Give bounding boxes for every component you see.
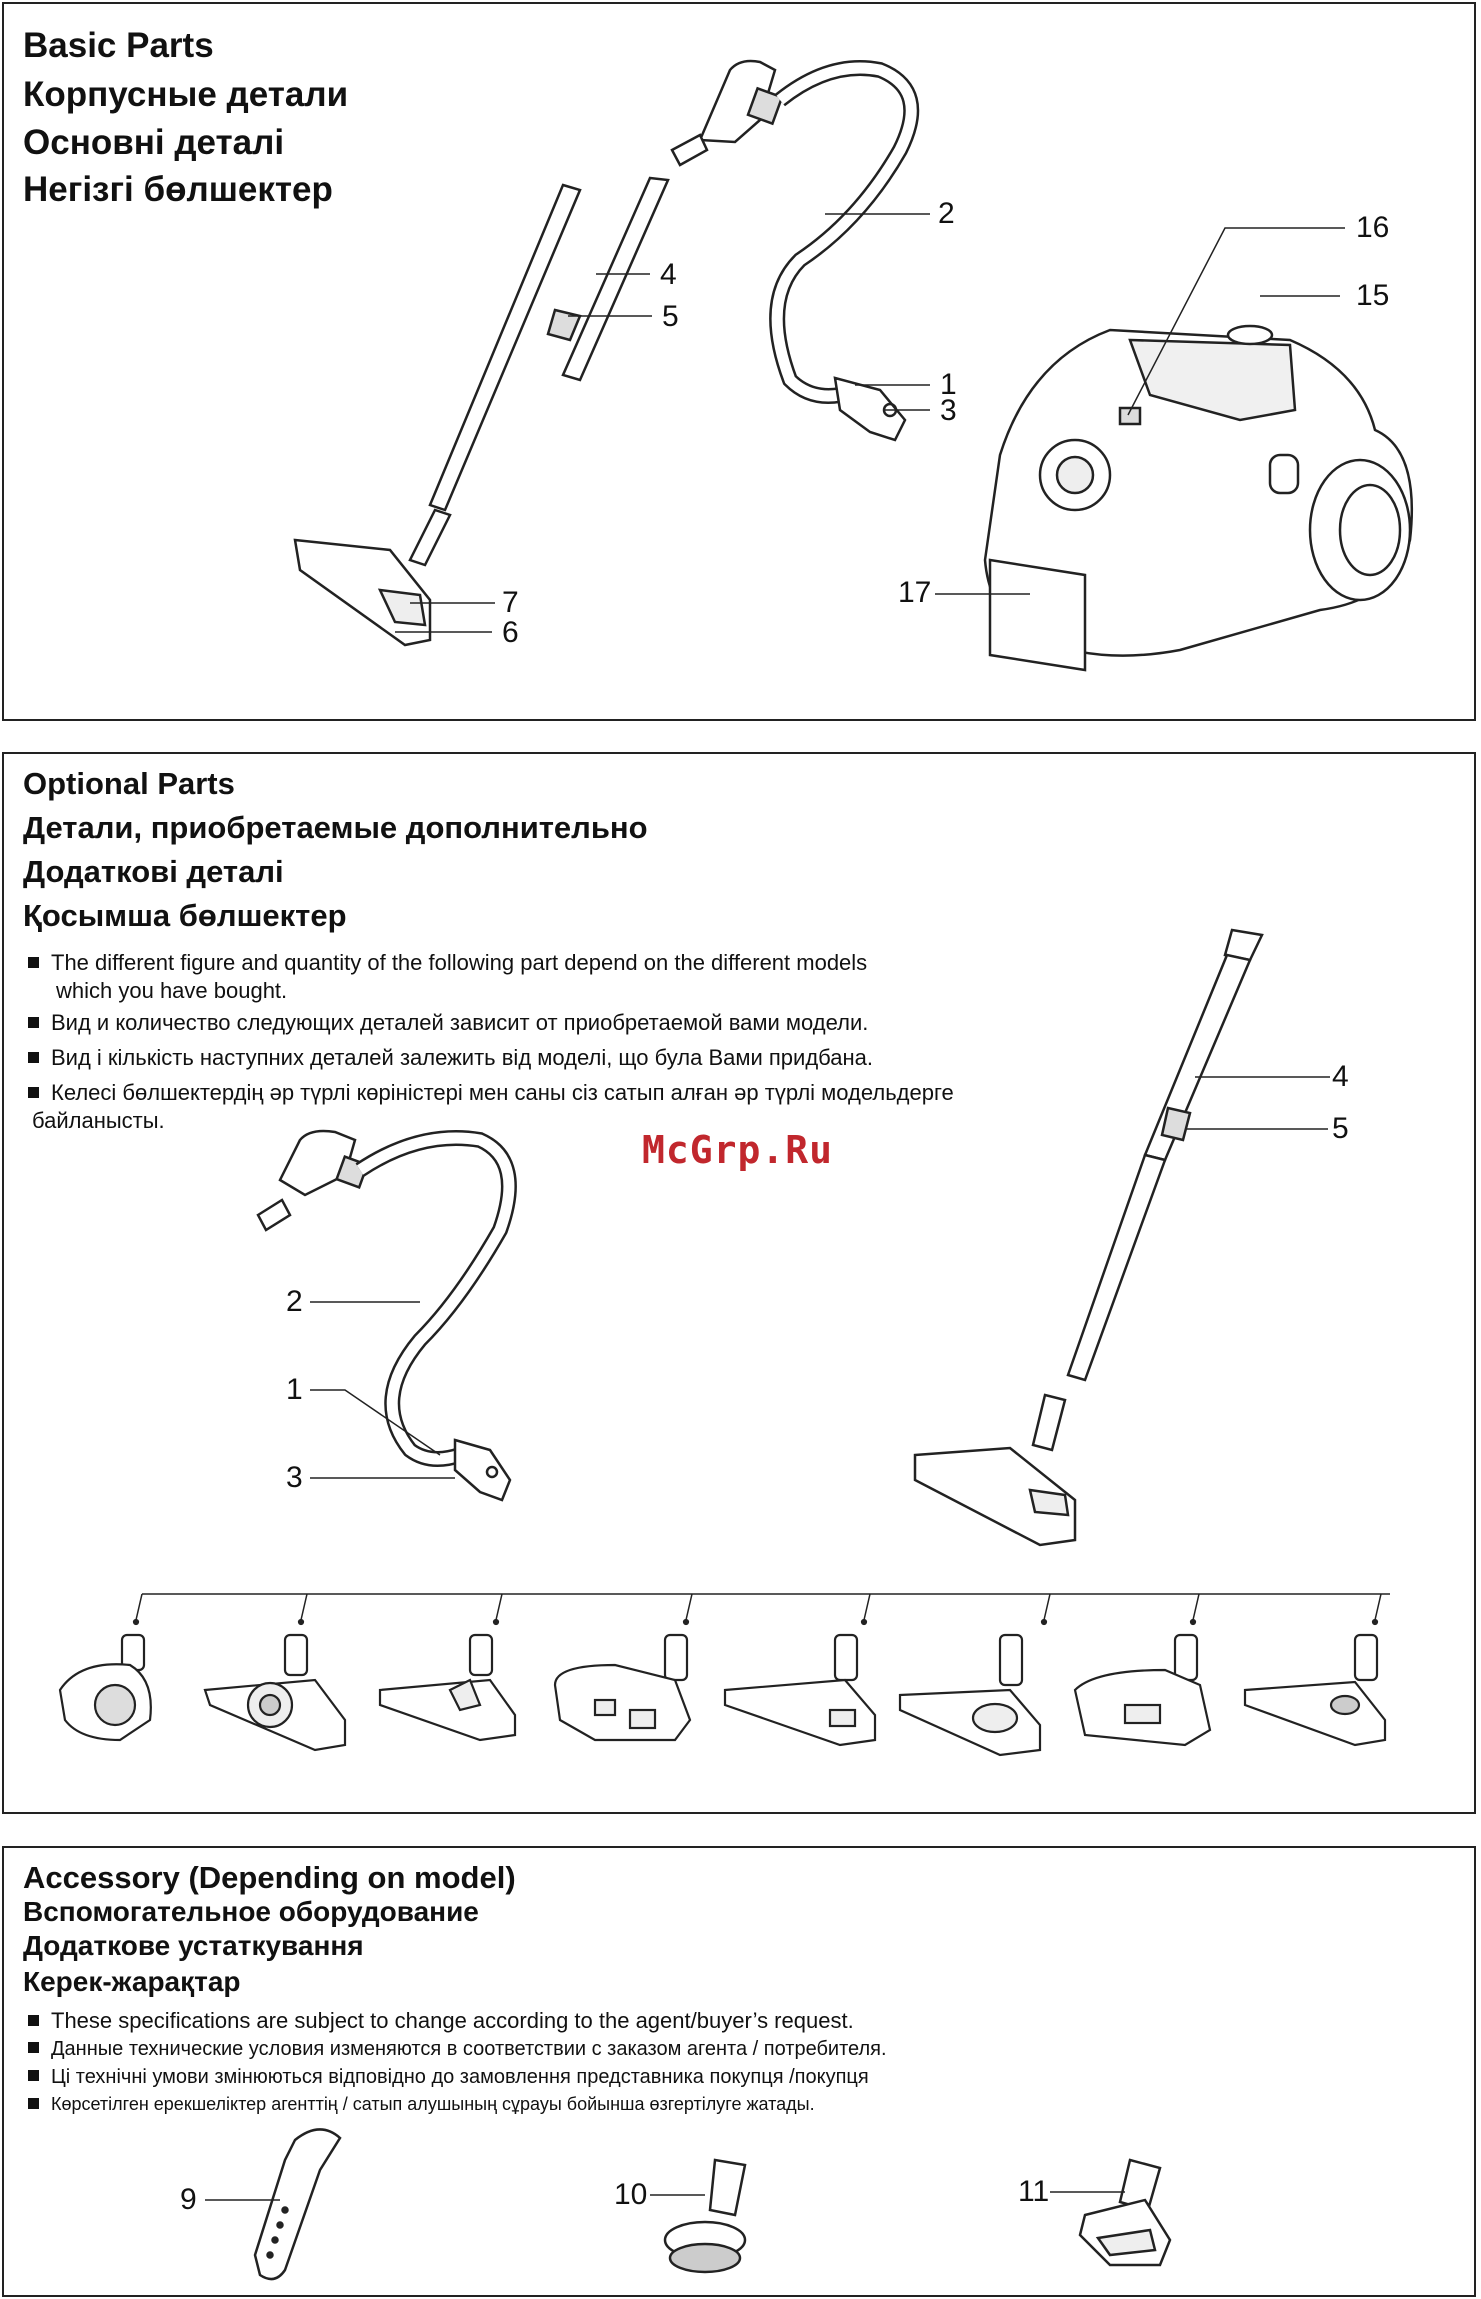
part-label-16: 16 (1356, 211, 1390, 244)
accessory-label-11: 11 (1018, 2175, 1050, 2208)
optional-parts-title-uk: Додаткові деталі (23, 854, 284, 889)
accessory-note-uk: Ці технічні умови змінюються відповідно … (28, 2064, 869, 2090)
part-label-3: 3 (940, 394, 957, 427)
accessory-title-uk: Додаткове устаткування (23, 1930, 364, 1961)
part-label-7: 7 (502, 586, 519, 619)
part-label-5: 5 (662, 300, 679, 333)
optional-note-en: The different figure and quantity of the… (28, 950, 867, 976)
optional-parts-panel (2, 752, 1476, 1814)
optional-note-kk-cont: байланысты. (32, 1108, 165, 1133)
basic-parts-title-uk: Основні деталі (23, 123, 285, 162)
basic-parts-illustration (293, 59, 1414, 672)
optional-parts-illustration (58, 928, 1390, 1757)
optional-label-2: 2 (286, 1285, 303, 1318)
accessory-note-kk: Көрсетілген ерекшеліктер агенттің / саты… (28, 2091, 815, 2117)
optional-note-en-cont: which you have bought. (56, 978, 288, 1003)
basic-parts-title-en: Basic Parts (23, 26, 214, 65)
watermark: McGrp.Ru (642, 1128, 834, 1172)
optional-parts-title-kk: Қосымша бөлшектер (23, 898, 347, 933)
optional-label-3: 3 (286, 1461, 303, 1494)
optional-label-4: 4 (1332, 1060, 1349, 1093)
optional-parts-title-en: Optional Parts (23, 766, 235, 801)
optional-note-kk: Келесі бөлшектердің әр түрлі көріністері… (28, 1080, 954, 1106)
basic-parts-title-kk: Негізгі бөлшектер (23, 170, 333, 209)
accessory-note-en: These specifications are subject to chan… (28, 2008, 854, 2034)
part-label-4: 4 (660, 258, 677, 291)
accessory-panel (2, 1846, 1476, 2297)
part-label-15: 15 (1356, 279, 1390, 312)
accessory-title-en: Accessory (Depending on model) (23, 1860, 516, 1895)
optional-label-5: 5 (1332, 1112, 1349, 1145)
part-label-2: 2 (938, 197, 955, 230)
part-label-17: 17 (898, 576, 932, 609)
accessory-title-ru: Вспомогательное оборудование (23, 1896, 479, 1927)
optional-note-uk: Вид і кількість наступних деталей залежи… (28, 1045, 873, 1071)
optional-label-1: 1 (286, 1373, 303, 1406)
accessory-label-9: 9 (180, 2183, 197, 2216)
part-label-6: 6 (502, 616, 519, 649)
accessory-title-kk: Керек-жарақтар (23, 1966, 241, 1997)
optional-note-ru: Вид и количество следующих деталей завис… (28, 1010, 868, 1036)
accessory-label-10: 10 (614, 2178, 648, 2211)
optional-parts-title-ru: Детали, приобретаемые дополнительно (23, 810, 648, 845)
accessory-note-ru: Данные технические условия изменяются в … (28, 2036, 887, 2062)
basic-parts-title-ru: Корпусные детали (23, 75, 349, 114)
part-label-1: 1 (940, 368, 957, 401)
